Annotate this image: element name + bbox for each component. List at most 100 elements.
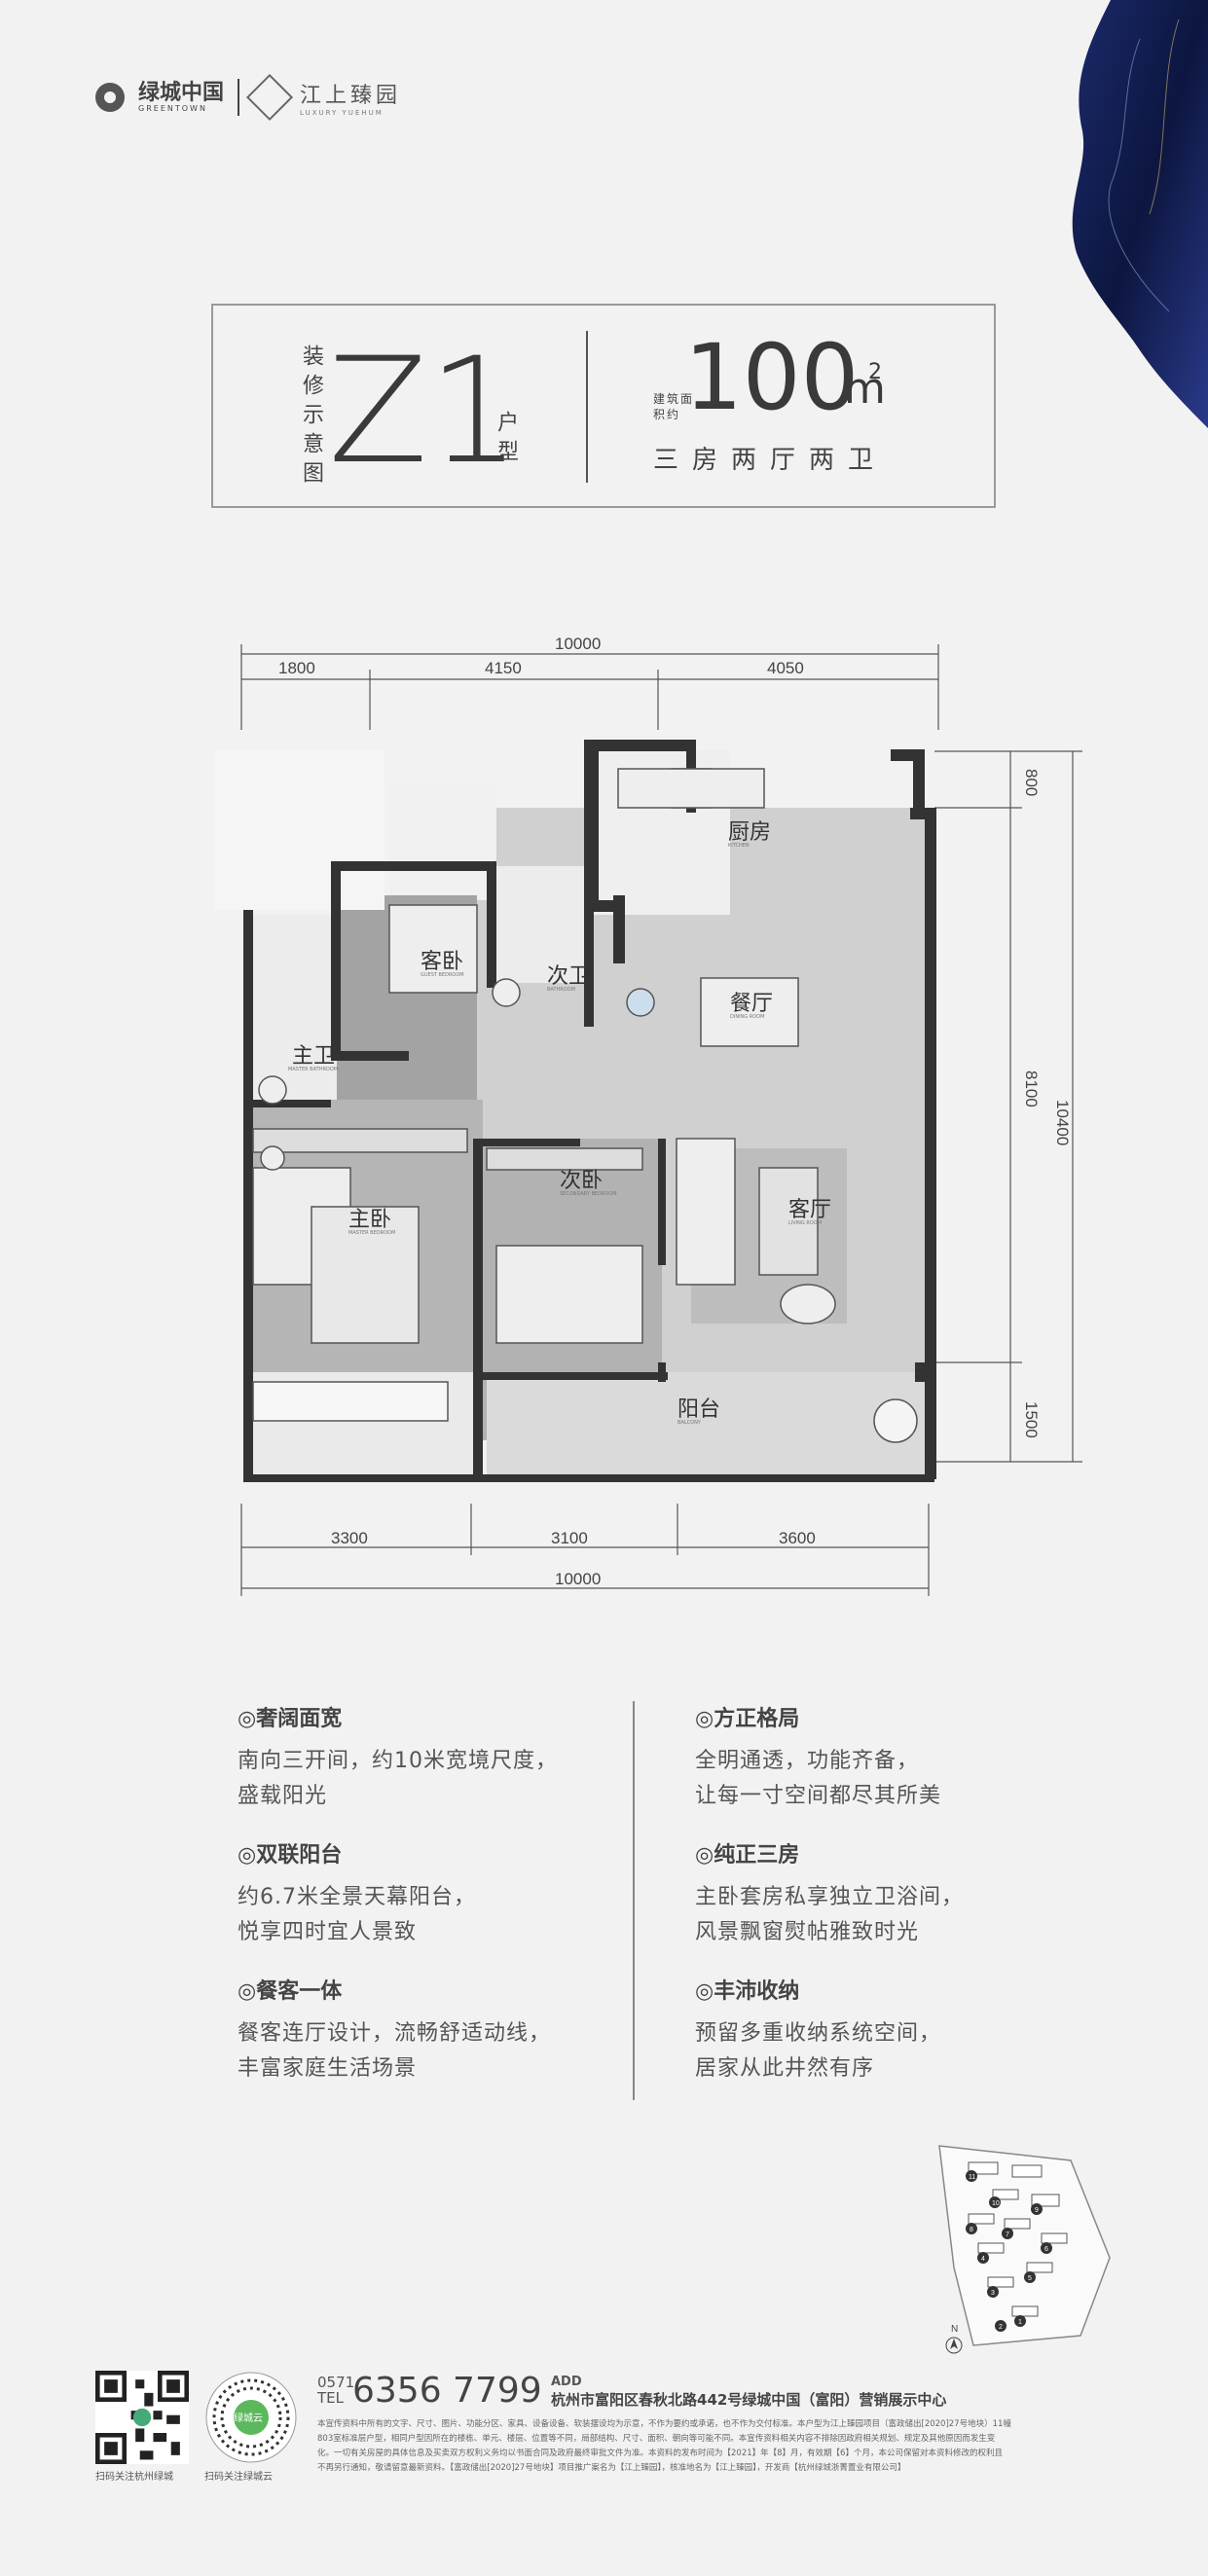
feature-title: ◎双联阳台	[238, 1843, 343, 1868]
room-dining-en: DINING ROOM	[730, 1014, 764, 1020]
room-master-bath: 主卫	[292, 1044, 335, 1069]
room-labels: 厨房 客卧 次卫 餐厅 主卫 客厅 主卧 次卧 阳台 KITCHEN GUEST…	[288, 820, 831, 1426]
qr-greentown: 扫码关注杭州绿城	[95, 2371, 189, 2483]
title-divider	[586, 331, 588, 483]
tel-area-code: 0571	[317, 2374, 355, 2391]
room-second-bath: 次卫	[547, 964, 590, 989]
disclaimer-line: 本宣传资料中所有的文字、尺寸、图片、功能分区、家具、设备设备、软装摆设均为示意，…	[317, 2419, 1011, 2429]
area-label: 建筑面积约	[653, 392, 695, 421]
north-label: N	[951, 2324, 958, 2335]
feature-double-balcony: ◎双联阳台 约6.7米全景天幕阳台， 悦享四时宜人景致	[238, 1837, 578, 1950]
dim-bottom-2: 3100	[551, 1529, 588, 1547]
unit-title-box: 装修示意图 Z1 户型 建筑面积约 100 m 2 三房两厅两卫	[211, 304, 996, 508]
feature-wide-frontage: ◎奢阔面宽 南向三开间，约10米宽境尺度， 盛载阳光	[238, 1701, 578, 1814]
room-master-bedroom: 主卧	[348, 1208, 391, 1232]
feature-line: 主卧套房私享独立卫浴间，	[695, 1885, 965, 1909]
disclaimer-line: 不再另行通知，敬请留意最新资料。【富政储出[2020]27号地块】项目推广案名为…	[317, 2463, 906, 2473]
top-dimensions	[240, 644, 939, 730]
feature-line: 全明通透，功能齐备，	[695, 1749, 920, 1773]
decorative-marble-art	[1072, 0, 1208, 428]
feature-square-layout: ◎方正格局 全明通透，功能齐备， 让每一寸空间都尽其所美	[695, 1701, 1036, 1814]
svg-text:3: 3	[991, 2290, 995, 2297]
greentown-logo-icon	[95, 83, 125, 112]
brand-en: GREENTOWN	[138, 103, 207, 113]
north-arrow-icon: N	[945, 2324, 963, 2354]
feature-line: 丰富家庭生活场景	[238, 2056, 418, 2081]
svg-text:8: 8	[970, 2227, 973, 2233]
unit-type-suffix: 户型	[494, 411, 518, 469]
title-label: 装修示意图	[299, 345, 323, 490]
brand-cn: 绿城中国	[138, 80, 225, 105]
feature-divider	[633, 1701, 635, 2100]
feature-title: ◎丰沛收纳	[695, 1979, 800, 2004]
feature-three-rooms: ◎纯正三房 主卧套房私享独立卫浴间， 风景飘窗熨帖雅致时光	[695, 1837, 1036, 1950]
feature-title: ◎方正格局	[695, 1707, 800, 1731]
room-layout: 三房两厅两卫	[653, 446, 888, 475]
project-en: LUXURY YUEHUM	[300, 109, 384, 117]
unit-code: Z1	[328, 327, 522, 496]
room-second-bath-en: BATHROOM	[547, 987, 575, 993]
project-cn: 江上臻园	[300, 84, 402, 108]
dim-right-total: 10400	[1053, 1100, 1072, 1145]
address-text: 杭州市富阳区春秋北路442号绿城中国（富阳）营销展示中心	[551, 2391, 947, 2409]
dim-right-2: 8100	[1022, 1070, 1041, 1107]
svg-text:2: 2	[999, 2324, 1003, 2331]
feature-line: 餐客连厅设计，流畅舒适动线，	[238, 2021, 552, 2046]
room-kitchen-en: KITCHEN	[728, 843, 750, 849]
room-balcony-en: BALCONY	[677, 1420, 702, 1426]
svg-text:7: 7	[1006, 2231, 1009, 2238]
dim-top-3: 4050	[767, 659, 804, 677]
dim-bottom-1: 3300	[331, 1529, 368, 1547]
svg-text:6: 6	[1044, 2246, 1048, 2253]
feature-line: 约6.7米全景天幕阳台，	[238, 1885, 476, 1909]
tel-number: 6356 7799	[352, 2371, 542, 2411]
contact-tel: 0571 TEL	[317, 2375, 354, 2406]
dim-right-3: 1500	[1022, 1401, 1041, 1438]
room-second-bedroom: 次卧	[560, 1169, 603, 1193]
logo-divider	[238, 79, 240, 116]
project-logo: 江上臻园 LUXURY YUEHUM	[300, 78, 401, 117]
feature-list: ◎奢阔面宽 南向三开间，约10米宽境尺度， 盛载阳光 ◎方正格局 全明通透，功能…	[238, 1701, 997, 2129]
qr-greentown-cloud: 绿城云 扫码关注绿城云	[204, 2371, 298, 2483]
contact-address: ADD 杭州市富阳区春秋北路442号绿城中国（富阳）营销展示中心	[551, 2375, 946, 2410]
qr-code-icon	[95, 2371, 189, 2464]
feature-line: 南向三开间，约10米宽境尺度，	[238, 1749, 558, 1773]
greentown-logo: 绿城中国 GREENTOWN	[138, 80, 225, 113]
feature-title: ◎餐客一体	[238, 1979, 343, 2004]
room-kitchen: 厨房	[728, 820, 771, 845]
svg-text:9: 9	[1035, 2207, 1039, 2214]
feature-storage: ◎丰沛收纳 预留多重收纳系统空间， 居家从此井然有序	[695, 1974, 1036, 2086]
svg-text:1: 1	[1018, 2319, 1022, 2326]
room-dining: 餐厅	[730, 992, 773, 1016]
room-second-bedroom-en: SECONDARY BEDROOM	[560, 1191, 617, 1197]
header-logos: 绿城中国 GREENTOWN 江上臻园 LUXURY YUEHUM	[95, 73, 401, 122]
feature-line: 悦享四时宜人景致	[238, 1920, 418, 1944]
mini-program-code-icon: 绿城云	[205, 2372, 297, 2463]
svg-text:10: 10	[992, 2200, 1000, 2207]
dim-bottom-total: 10000	[555, 1570, 601, 1588]
room-master-bath-en: MASTER BATHROOM	[288, 1067, 338, 1072]
tel-label: TEL	[317, 2389, 344, 2407]
room-living-en: LIVING ROOM	[788, 1220, 822, 1226]
feature-line: 让每一寸空间都尽其所美	[695, 1784, 942, 1808]
feature-title: ◎奢阔面宽	[238, 1707, 343, 1731]
room-living: 客厅	[788, 1198, 831, 1222]
disclaimer: 本宣传资料中所有的文字、尺寸、图片、功能分区、家具、设备设备、软装摆设均为示意，…	[317, 2417, 1125, 2476]
furniture	[252, 768, 918, 1443]
address-label: ADD	[551, 2375, 582, 2389]
mini-program-badge: 绿城云	[234, 2412, 263, 2424]
disclaimer-line: 803室标准层户型，相同户型因所在的楼栋、单元、楼层、位置等不同，局部结构、尺寸…	[317, 2434, 996, 2444]
floor-areas	[214, 749, 934, 1479]
qr1-caption: 扫码关注杭州绿城	[95, 2472, 173, 2483]
room-guest-bedroom: 客卧	[421, 950, 463, 974]
site-plan-map: 1 2 3 4 5 6 7 8 9 10 11 N	[938, 2145, 1111, 2354]
site-plan-labels: 1 2 3 4 5 6 7 8 9 10 11	[966, 2170, 1052, 2332]
area-unit: m	[844, 364, 886, 414]
disclaimer-line: 化。一切有关房屋的具体信息及买卖双方权利义务均以书面合同及政府最终审批文件为准。…	[317, 2449, 1003, 2458]
dim-top-2: 4150	[485, 659, 522, 677]
right-dimensions	[934, 750, 1082, 1463]
svg-text:11: 11	[969, 2174, 975, 2181]
bottom-dimensions	[240, 1504, 930, 1596]
room-guest-bedroom-en: GUEST BEDROOM	[421, 972, 464, 978]
feature-dining-living: ◎餐客一体 餐客连厅设计，流畅舒适动线， 丰富家庭生活场景	[238, 1974, 578, 2086]
